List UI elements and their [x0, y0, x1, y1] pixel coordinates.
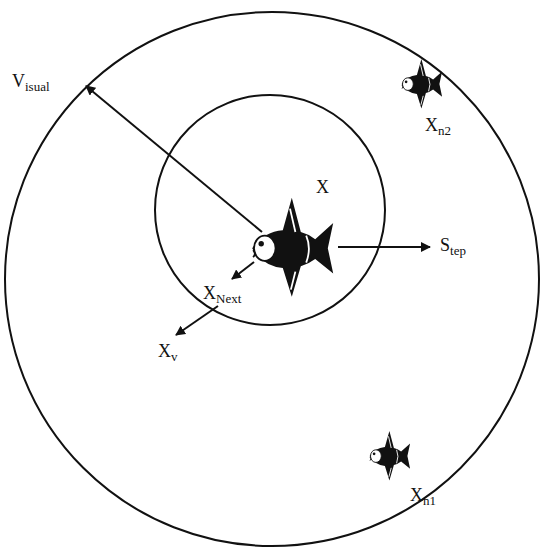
subscript: n2 [438, 123, 451, 138]
xv-arrow [176, 306, 218, 335]
fish-xn2 [402, 59, 443, 109]
fish-label: X [316, 178, 329, 198]
fish-xn1 [370, 431, 411, 481]
fish-label: Xn2 [425, 116, 451, 136]
fish-label: Step [440, 236, 466, 256]
subscript: n1 [423, 493, 436, 508]
subscript: tep [450, 243, 466, 258]
step-arrow [338, 246, 430, 248]
subscript: isual [25, 79, 50, 94]
fish-label: Visual [12, 72, 50, 92]
subscript: v [171, 349, 178, 364]
fish-label: Xv [158, 342, 178, 362]
next-arrow [232, 262, 254, 279]
visual-circle [5, 12, 539, 546]
fish-label: XNext [203, 284, 241, 304]
step-circle [155, 95, 385, 325]
fish-x [252, 198, 333, 297]
subscript: Next [216, 291, 241, 306]
fish-label: Xn1 [410, 486, 436, 506]
visual-arrow [86, 86, 262, 232]
